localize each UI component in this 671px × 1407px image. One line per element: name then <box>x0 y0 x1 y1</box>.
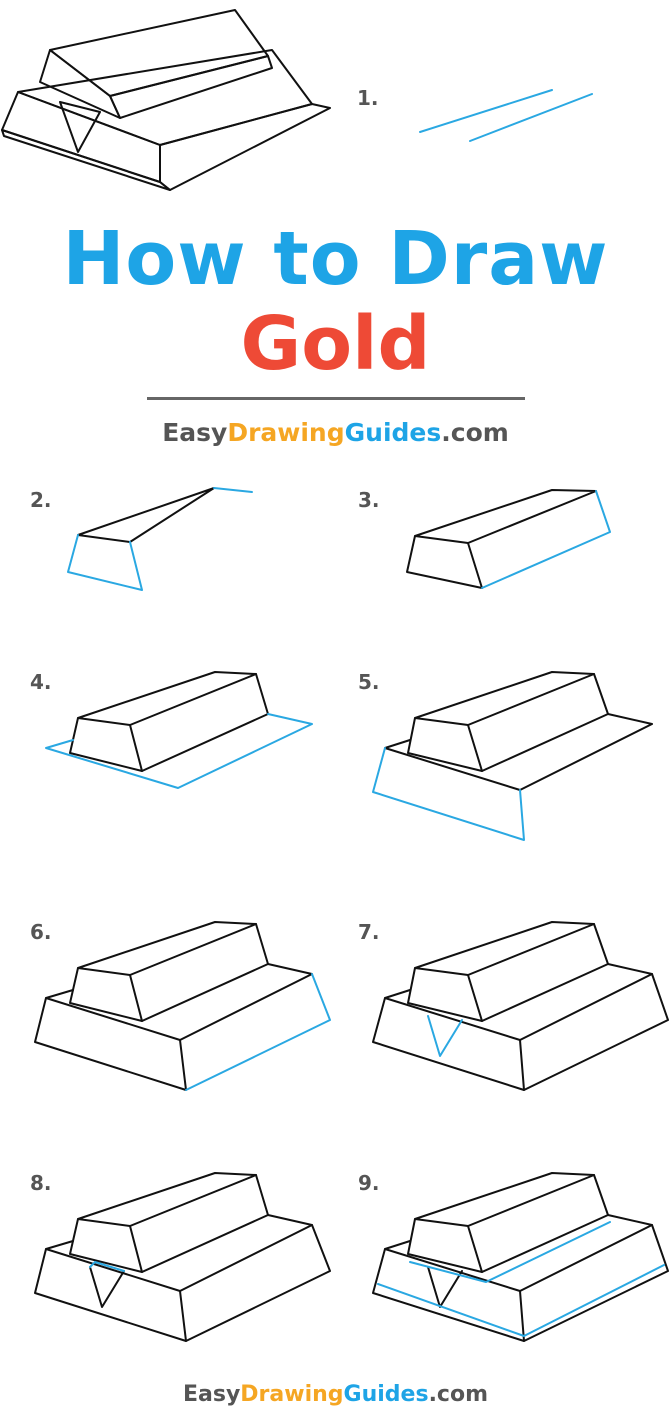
step-1-drawing <box>419 89 593 142</box>
brand-logo: EasyDrawingGuides.com <box>162 418 509 447</box>
gold-bars-illustration <box>1 9 331 191</box>
step-number: 3. <box>358 488 380 512</box>
step-number: 7. <box>358 920 380 944</box>
step-number: 6. <box>30 920 52 944</box>
step-number: 9. <box>358 1171 380 1195</box>
title-divider <box>147 397 525 400</box>
step-number: 1. <box>357 86 379 110</box>
step-number: 5. <box>358 670 380 694</box>
footer-brand-logo: EasyDrawingGuides.com <box>182 1382 488 1407</box>
step-number: 4. <box>30 670 52 694</box>
step-number: 8. <box>30 1171 52 1195</box>
page-title: How to Draw <box>62 216 609 302</box>
page-subtitle: Gold <box>240 301 431 387</box>
step-number: 2. <box>30 488 52 512</box>
